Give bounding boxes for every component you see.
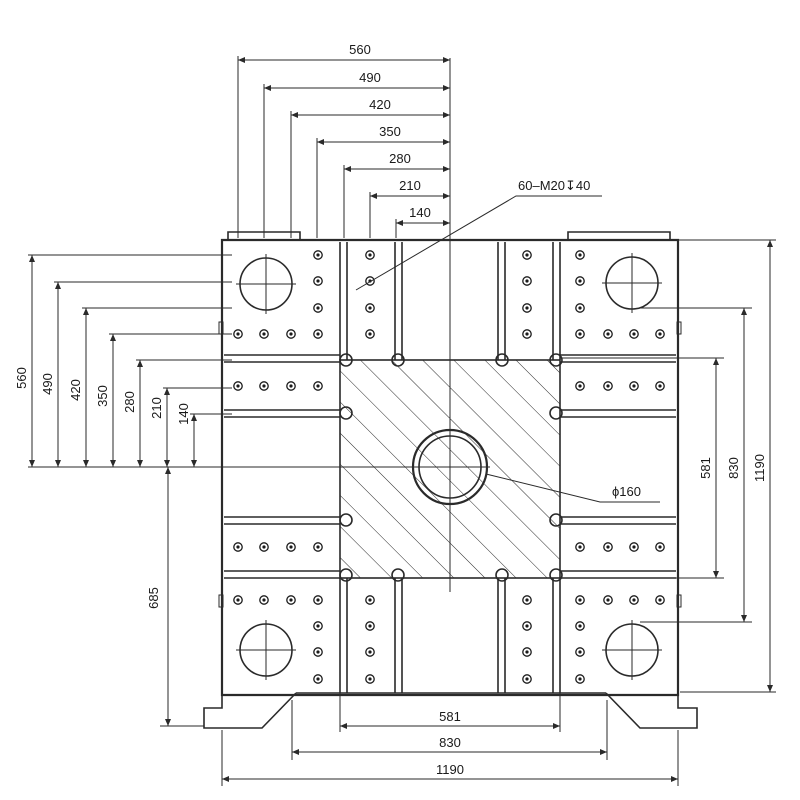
left-lower-dimension: 685: [146, 467, 204, 727]
dim-right-830: 830: [726, 457, 741, 479]
thread-callout-text: 60–M20↧40: [518, 178, 590, 193]
threaded-holes: [233, 250, 665, 684]
dim-bottom-830: 830: [439, 735, 461, 750]
tie-bar-hole-top-left: [236, 254, 296, 314]
dim-left-350: 350: [95, 385, 110, 407]
dim-left-560: 560: [14, 367, 29, 389]
thread-callout: 60–M20↧40: [355, 178, 602, 291]
dim-bottom-581: 581: [439, 709, 461, 724]
top-dimension-chain: 560 490 420 350 280 210 140: [237, 42, 450, 238]
dim-top-280: 280: [389, 151, 411, 166]
right-dimension-chain: 581 830 1190: [560, 239, 776, 693]
dim-top-350: 350: [379, 124, 401, 139]
dim-right-581: 581: [698, 457, 713, 479]
left-dimension-chain: 560 490 420 350 280 210 140: [14, 254, 232, 467]
dim-top-140: 140: [409, 205, 431, 220]
tie-bar-hole-bottom-right: [602, 620, 662, 680]
t-slots: [224, 242, 676, 693]
dim-top-420: 420: [369, 97, 391, 112]
dim-bottom-1190: 1190: [436, 762, 464, 777]
dim-left-280: 280: [122, 391, 137, 413]
tie-bar-hole-bottom-left: [236, 620, 296, 680]
dim-right-1190: 1190: [752, 454, 767, 482]
bottom-dimension-chain: 581 830 1190: [221, 693, 679, 786]
tie-bar-hole-top-right: [602, 253, 662, 313]
dim-left-685: 685: [146, 587, 161, 609]
dim-top-490: 490: [359, 70, 381, 85]
center-hole-callout: ϕ160: [485, 473, 660, 503]
dim-left-490: 490: [40, 373, 55, 395]
dim-top-210: 210: [399, 178, 421, 193]
dim-left-420: 420: [68, 379, 83, 401]
dim-top-560: 560: [349, 42, 371, 57]
center-hole-callout-text: ϕ160: [612, 484, 641, 499]
dim-left-210: 210: [149, 397, 164, 419]
tie-bar-holes: [236, 253, 662, 680]
dim-left-140: 140: [176, 403, 191, 425]
